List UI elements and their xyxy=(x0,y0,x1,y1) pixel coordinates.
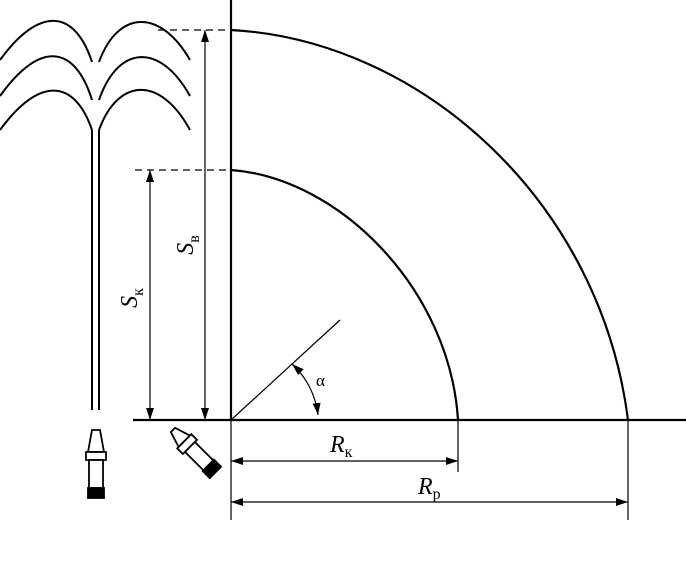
vertical-nozzle-icon xyxy=(85,429,107,499)
r-k-label: Rк xyxy=(329,432,353,461)
alpha-label: α xyxy=(316,371,325,390)
angle-ray xyxy=(230,319,341,421)
inner-trajectory-arc xyxy=(230,168,460,421)
outer-trajectory-arc xyxy=(230,28,630,421)
svg-text:Sк: Sк xyxy=(117,288,147,308)
tilted-nozzle-icon xyxy=(169,426,223,480)
svg-text:Sв: Sв xyxy=(173,235,203,255)
vertical-jet-illustration xyxy=(0,19,191,410)
s-v-label: Sв xyxy=(173,235,203,255)
r-p-label: Rр xyxy=(417,474,441,503)
angle-arc xyxy=(291,363,321,416)
s-k-label: Sк xyxy=(117,288,147,308)
